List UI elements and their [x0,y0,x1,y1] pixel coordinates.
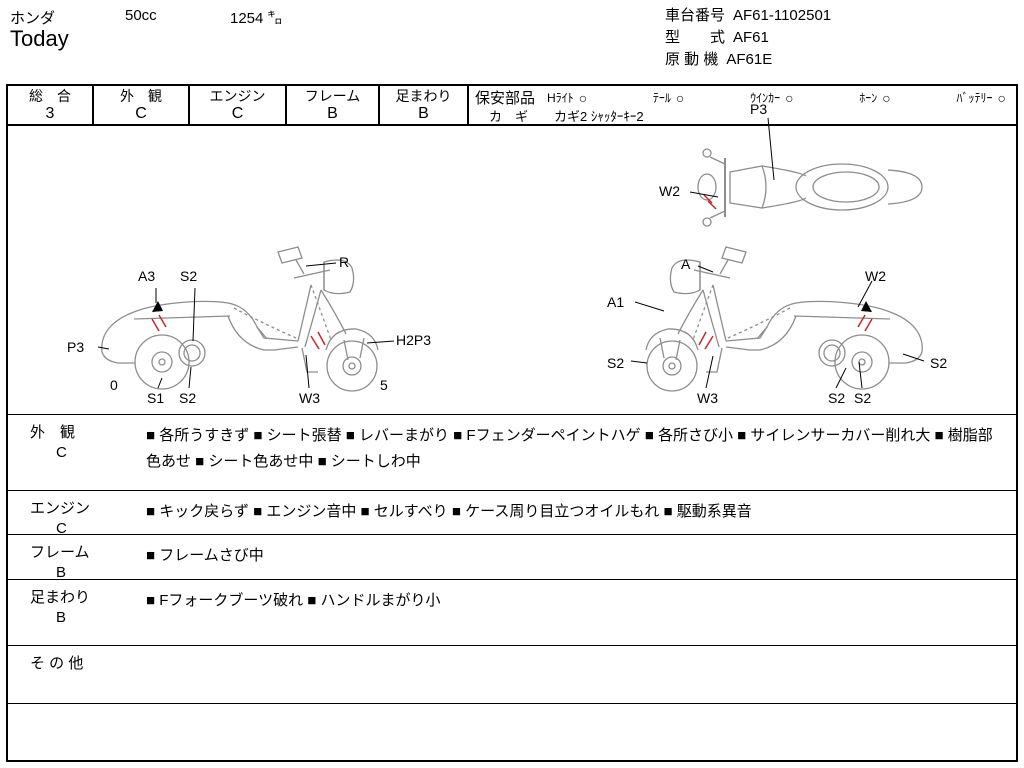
note-exterior-text: ■ 各所うすきず ■ シート張替 ■ レバーまがり ■ Fフェンダーペイントハゲ… [146,427,993,470]
grade-row: 総 合 3 外 観 C エンジン C フレーム B 足まわり B 保安部品 [8,86,1016,126]
grade-engine-label: エンジン [209,88,266,104]
note-other-text [134,646,1016,703]
grade-undercarriage-label: 足まわり [395,88,452,104]
keys-value: カギ2 ｼｬｯﾀｰｷｰ2 [554,109,644,124]
diagram-label-left-s2-wheel: S2 [179,390,197,406]
diagram-label-left-zone5: 5 [380,377,388,393]
note-undercarriage-label-text: 足まわり [30,589,91,606]
grade-exterior-label: 外 観 [120,88,162,104]
note-engine-label-text: エンジン [30,500,91,517]
grade-overall-label: 総 合 [29,88,71,104]
safety-item-winker-name: ｳｲﾝｶｰ [750,91,781,105]
diagram-label-left-p3: P3 [67,339,85,355]
grade-undercarriage: 足まわり B [380,86,469,124]
engine-value: AF61E [726,51,773,68]
safety-item-horn: ﾎｰﾝ ○ [859,89,890,106]
sheet-frame: 総 合 3 外 観 C エンジン C フレーム B 足まわり B 保安部品 [6,84,1018,762]
engine-line: 原 動 機 AF61E [665,49,831,71]
note-frame-label: フレーム B [8,535,134,581]
safety-item-headlight-mark: ○ [578,89,588,106]
diagram-label-top-w2: W2 [659,183,680,199]
grade-frame-label: フレーム [304,88,361,104]
type-label: 型 式 [665,29,726,46]
note-undercarriage-label: 足まわり B [8,580,134,645]
note-exterior-grade: C [56,444,67,461]
note-engine-text: ■ キック戻らず ■ エンジン音中 ■ セルすべり ■ ケース周り目立つオイルも… [146,503,752,520]
engine-label: 原 動 機 [665,51,719,68]
maker-name: ホンダ [10,10,56,27]
grade-engine: エンジン C [190,86,287,124]
diagram-label-left-w3: W3 [299,390,320,406]
diagram-label-right-s2-rear2: S2 [854,390,872,406]
safety-item-headlight-name: Hﾗｲﾄ [547,91,574,105]
mileage: 1254 ㌔ [230,10,283,27]
note-row-other: そ の 他 [8,646,1016,704]
safety-item-horn-mark: ○ [882,89,891,106]
grade-frame-value: B [327,105,338,122]
safety-parts-items: Hﾗｲﾄ ○ ﾃｰﾙ ○ ｳｲﾝｶｰ ○ ﾎｰﾝ ○ ﾊﾞｯﾃﾘｰ ○ [547,89,1010,106]
vehicle-id-block: 車台番号 AF61-1102501 型 式 AF61 原 動 機 AF61E [665,5,831,71]
safety-item-horn-name: ﾎｰﾝ [859,91,878,105]
diagram-label-right-s2-rear1: S2 [828,390,846,406]
type-value: AF61 [733,29,769,46]
damage-diagram-box [8,126,1016,415]
note-undercarriage-text: ■ Fフォークブーツ破れ ■ ハンドルまがり小 [146,592,441,609]
grade-overall: 総 合 3 [8,86,94,124]
diagram-label-right-a: A [681,256,691,272]
safety-parts-row: 保安部品 Hﾗｲﾄ ○ ﾃｰﾙ ○ ｳｲﾝｶｰ ○ ﾎｰﾝ ○ [475,88,1010,107]
safety-item-tail: ﾃｰﾙ ○ [653,89,684,106]
safety-item-winker: ｳｲﾝｶｰ ○ [750,89,793,106]
displacement: 50cc [125,7,157,24]
diagram-label-left-a3: A3 [138,268,156,284]
chassis-number-label: 車台番号 [665,7,726,24]
model-name: Today [10,26,69,51]
diagram-label-right-a1: A1 [607,294,625,310]
note-row-exterior: 外 観 C ■ 各所うすきず ■ シート張替 ■ レバーまがり ■ Fフェンダー… [8,415,1016,491]
diagram-label-left-h2p3: H2P3 [396,332,432,348]
safety-item-winker-mark: ○ [785,89,794,106]
keys-row: カ ギ カギ2 ｼｬｯﾀｰｷｰ2 [475,107,1010,124]
note-other-label-text: そ の 他 [30,655,84,672]
note-exterior-label: 外 観 C [8,415,134,490]
note-undercarriage-grade: B [56,609,67,626]
note-frame-label-text: フレーム [30,544,90,561]
safety-item-battery-name: ﾊﾞｯﾃﾘｰ [956,91,993,105]
safety-item-headlight: Hﾗｲﾄ ○ [547,89,587,106]
grade-frame: フレーム B [287,86,380,124]
safety-item-battery: ﾊﾞｯﾃﾘｰ ○ [956,89,1005,106]
safety-item-tail-name: ﾃｰﾙ [652,91,671,105]
note-row-undercarriage: 足まわり B ■ Fフォークブーツ破れ ■ ハンドルまがり小 [8,580,1016,646]
note-engine-grade: C [56,520,67,537]
diagram-label-left-r: R [339,254,350,270]
type-line: 型 式 AF61 [665,27,831,49]
note-frame-text: ■ フレームさび中 [146,547,264,564]
keys-label: カ ギ [489,109,529,124]
grade-engine-value: C [231,105,244,122]
note-exterior-label-text: 外 観 [30,424,76,441]
diagram-label-right-s2-front: S2 [607,355,625,371]
chassis-number-line: 車台番号 AF61-1102501 [665,5,831,27]
diagram-label-left-zone0: 0 [110,377,118,393]
note-row-engine: エンジン C ■ キック戻らず ■ エンジン音中 ■ セルすべり ■ ケース周り… [8,491,1016,537]
grade-undercarriage-value: B [418,105,429,122]
diagram-label-right-w3: W3 [697,390,718,406]
grade-overall-value: 3 [45,105,55,122]
safety-parts-cell: 保安部品 Hﾗｲﾄ ○ ﾃｰﾙ ○ ｳｲﾝｶｰ ○ ﾎｰﾝ ○ [469,86,1016,124]
safety-item-tail-mark: ○ [675,89,685,106]
note-other-label: そ の 他 [8,646,134,703]
note-row-empty [8,704,1016,760]
diagram-label-left-s2-seat: S2 [180,268,198,284]
diagram-label-left-s1: S1 [147,390,165,406]
note-engine-label: エンジン C [8,491,134,537]
note-row-frame: フレーム B ■ フレームさび中 [8,535,1016,581]
chassis-number-value: AF61-1102501 [733,7,832,24]
diagram-label-right-s2-side: S2 [930,355,948,371]
diagram-label-top-p3: P3 [750,101,768,117]
diagram-label-right-w2: W2 [865,268,886,284]
note-frame-grade: B [56,564,67,581]
grade-exterior: 外 観 C [94,86,190,124]
safety-item-battery-mark: ○ [997,89,1006,106]
safety-parts-label: 保安部品 [475,90,536,107]
grade-exterior-value: C [135,105,147,122]
